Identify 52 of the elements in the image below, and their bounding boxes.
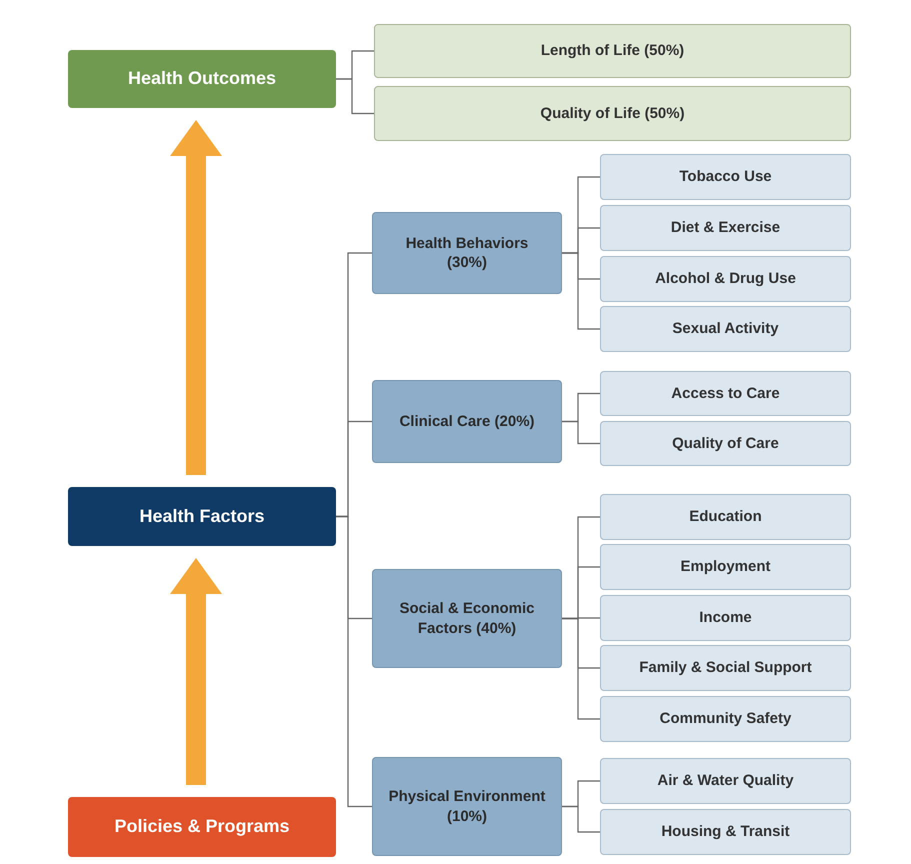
box-label: Income [698, 608, 753, 628]
box-label: Health Behaviors (30%) [404, 234, 530, 272]
connector-line [562, 252, 600, 330]
measure-box [600, 809, 851, 855]
measure-box [600, 154, 851, 200]
box-label: Community Safety [658, 709, 792, 729]
box-label: Length of Life (50%) [540, 41, 686, 61]
box-label: Policies & Programs [113, 815, 291, 838]
factor-box [68, 797, 336, 857]
box-label: Diet & Exercise [670, 218, 782, 238]
measure-box [600, 205, 851, 251]
connector-line [562, 618, 600, 720]
measure-box [600, 544, 851, 590]
measure-box [374, 24, 851, 78]
measure-box [600, 645, 851, 691]
flow-arrow [170, 120, 222, 475]
factor-box [68, 50, 336, 108]
connector-line [336, 78, 374, 114]
connector-line [336, 516, 372, 808]
measure-box [600, 494, 851, 540]
box-label: Air & Water Quality [656, 771, 795, 791]
measure-box [600, 696, 851, 742]
measure-box [600, 595, 851, 641]
box-label: Social & Economic Factors (40%) [398, 599, 536, 638]
category-box [372, 569, 562, 668]
box-label: Clinical Care (20%) [398, 412, 536, 432]
flow-arrow [170, 558, 222, 785]
box-label: Family & Social Support [638, 658, 813, 678]
box-label: Sexual Activity [671, 319, 780, 339]
measure-box [600, 758, 851, 804]
box-label: Tobacco Use [678, 167, 773, 187]
box-label: Alcohol & Drug Use [654, 269, 797, 289]
measure-box [374, 86, 851, 141]
box-label: Education [688, 507, 763, 527]
box-label: Employment [679, 557, 772, 577]
box-label: Housing & Transit [660, 822, 791, 842]
category-box [372, 212, 562, 294]
category-box [372, 380, 562, 463]
connector-line [562, 806, 600, 833]
connector-line [562, 420, 600, 444]
box-label: Health Outcomes [126, 67, 278, 90]
measure-box [600, 371, 851, 416]
measure-box [600, 256, 851, 302]
box-label: Health Factors [138, 504, 266, 528]
category-box [372, 757, 562, 856]
factor-box [68, 487, 336, 546]
measure-box [600, 306, 851, 352]
box-label: Physical Environment (10%) [388, 787, 546, 826]
box-label: Access to Care [670, 384, 781, 404]
box-label: Quality of Care [671, 434, 780, 454]
box-label: Quality of Life (50%) [539, 104, 686, 124]
measure-box [600, 421, 851, 466]
